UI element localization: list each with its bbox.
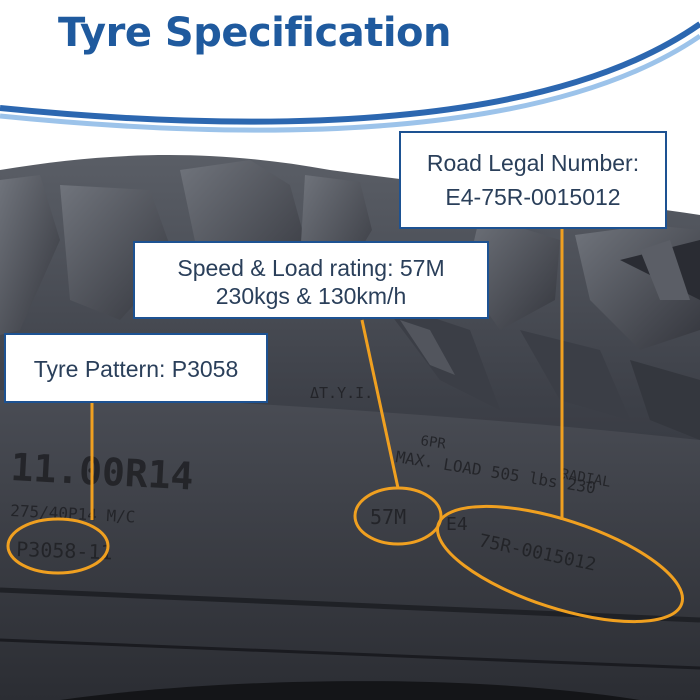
road-legal-value: E4-75R-0015012 — [445, 184, 621, 210]
sidewall-pattern: P3058-11 — [16, 537, 113, 564]
highlight-markers — [6, 228, 684, 624]
sidewall-ply: 6PR — [419, 433, 447, 452]
speed-leader — [360, 319, 400, 489]
header-arc-light — [0, 33, 700, 133]
sidewall-emark: E4 — [446, 514, 468, 535]
road-legal-label: Road Legal Number: — [426, 150, 640, 176]
tyre-pattern-callout: Tyre Pattern: P3058 — [4, 333, 268, 403]
rim-shadow — [60, 681, 640, 700]
sidewall-speed: 57M — [370, 505, 406, 529]
sidewall-size: 11.00R14 — [10, 445, 195, 499]
header-background — [0, 0, 700, 119]
road-legal-callout: Road Legal Number: E4-75R-0015012 — [399, 131, 667, 229]
page-title: Tyre Specification — [58, 10, 452, 56]
tyre-pattern-label: Tyre Pattern: P3058 — [33, 356, 239, 382]
sidewall — [0, 390, 700, 700]
speed-load-callout: Speed & Load rating: 57M 230kgs & 130km/… — [133, 241, 489, 319]
sidewall-ridge — [0, 587, 700, 623]
header-arc-dark — [0, 21, 700, 125]
speed-load-line1: Speed & Load rating: 57M — [177, 255, 445, 281]
approval-highlight — [436, 504, 684, 624]
sidewall-dot: ΔT.Y.I. — [310, 384, 373, 402]
pattern-highlight — [6, 517, 110, 575]
speed-load-line2: 230kgs & 130km/h — [215, 283, 407, 309]
